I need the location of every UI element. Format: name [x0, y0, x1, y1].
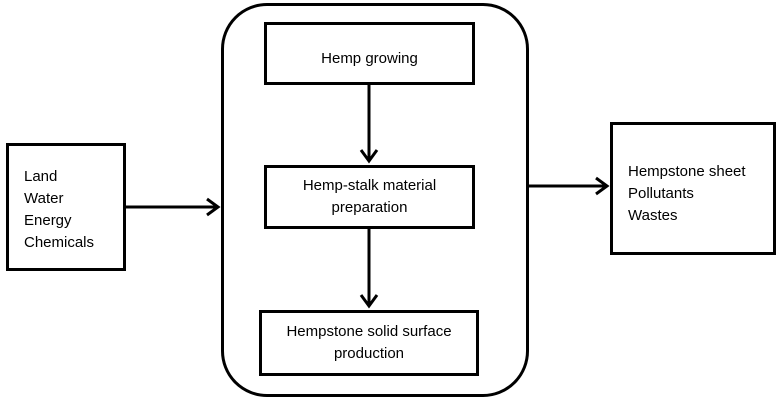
hempstone-production-label-line1: Hempstone solid surface [286, 323, 452, 340]
hempstone-production-label-line2: production [333, 345, 405, 362]
hempstone-production-box: Hempstone solid surface production [259, 310, 479, 376]
input-item: Land [24, 168, 58, 185]
output-item: Pollutants [628, 185, 694, 202]
material-preparation-box: Hemp-stalk material preparation [264, 165, 475, 229]
material-preparation-label-line1: Hemp-stalk material [302, 177, 437, 194]
arrow-preparation-to-production [359, 229, 379, 309]
input-item: Energy [24, 212, 72, 229]
output-item: Wastes [628, 207, 678, 224]
input-item: Water [24, 190, 64, 207]
hemp-growing-box: Hemp growing [264, 22, 475, 85]
hemp-growing-label: Hemp growing [321, 49, 418, 67]
input-item: Chemicals [24, 234, 95, 251]
material-preparation-label-line2: preparation [331, 199, 408, 216]
output-item: Hempstone sheet [628, 163, 746, 180]
arrow-inputs-to-system [126, 197, 221, 217]
outputs-box: Hempstone sheet Pollutants Wastes [610, 122, 776, 255]
inputs-box: Land Water Energy Chemicals [6, 143, 126, 271]
arrow-system-to-outputs [529, 176, 610, 196]
arrow-growing-to-preparation [359, 85, 379, 164]
